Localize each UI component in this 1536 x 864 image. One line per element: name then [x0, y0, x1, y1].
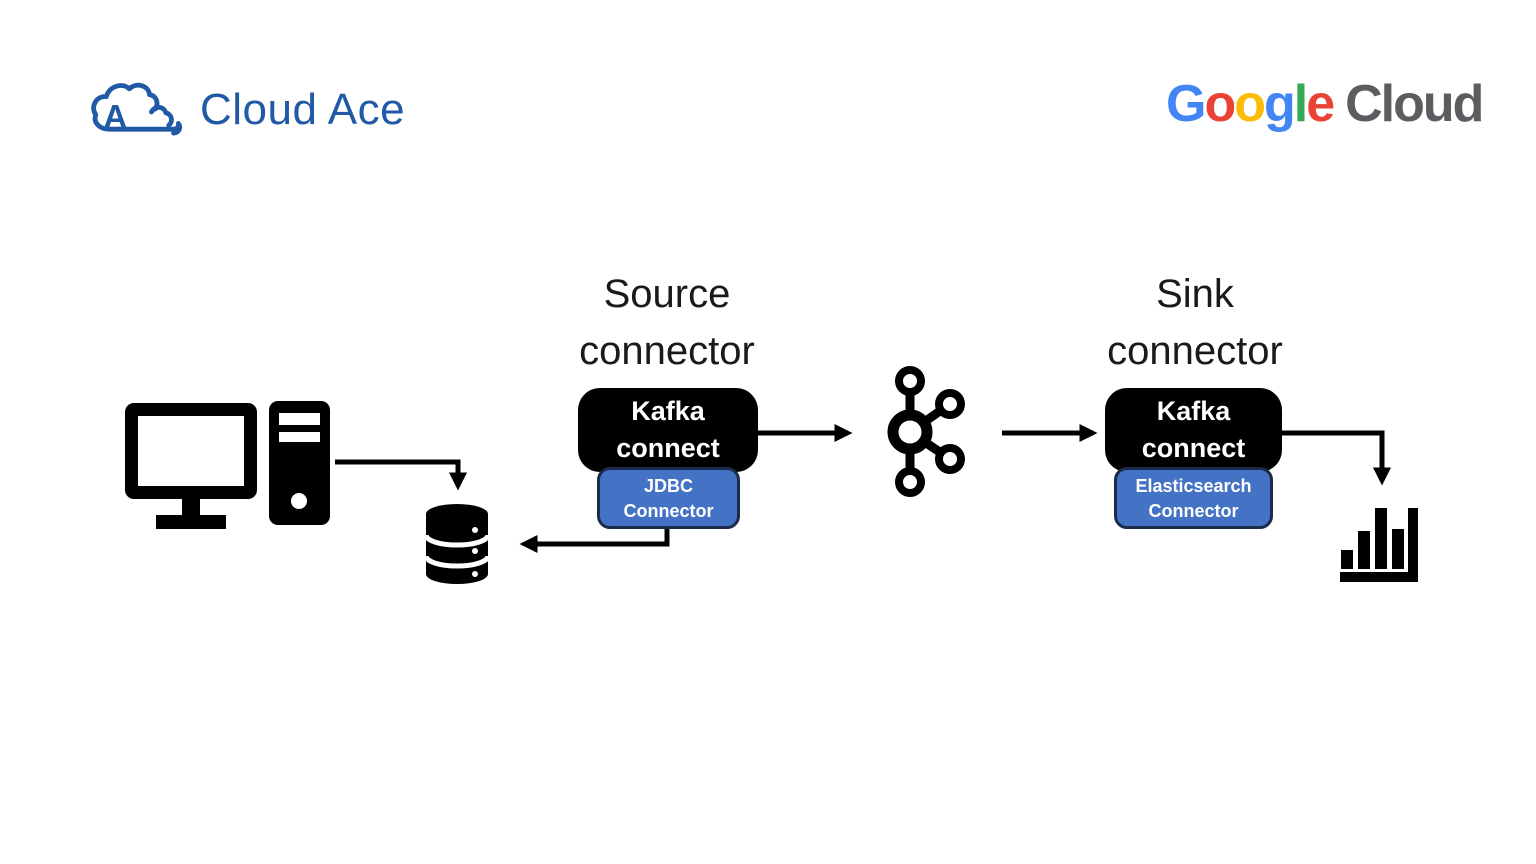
arrow-computer-to-database [335, 459, 467, 491]
database-cylinder-icon [424, 504, 490, 584]
desktop-computer-icon [125, 401, 330, 529]
sink-connector-label: Sink connector [1035, 266, 1355, 380]
source-connector-label-line2: connector [579, 329, 755, 373]
arrow-sink-to-chart [1282, 430, 1391, 486]
bar-chart-icon [1340, 508, 1418, 582]
sink-kafka-connect-title-line2: connect [1141, 433, 1246, 463]
jdbc-connector-box: JDBC Connector [597, 467, 740, 529]
google-letter: o [1234, 75, 1266, 133]
google-letter: G [1166, 75, 1206, 133]
jdbc-connector-line1: JDBC [643, 476, 693, 496]
cloud-ace-cloud-icon: A [91, 82, 182, 136]
cloud-ace-wordmark: Cloud Ace [200, 85, 406, 134]
source-kafka-connect-title-line2: connect [616, 433, 720, 463]
cloud-ace-logo: A Cloud Ace [90, 80, 405, 140]
sink-kafka-connect-box: Kafka connect [1105, 388, 1282, 472]
google-cloud-word: Cloud [1345, 75, 1484, 133]
jdbc-connector-line2: Connector [623, 501, 714, 521]
source-connector-label: Source connector [507, 266, 827, 380]
source-connector-label-line1: Source [603, 272, 731, 316]
google-letter: o [1204, 75, 1236, 133]
kafka-logo-icon [887, 366, 965, 497]
cloud-ace-monogram: A [103, 97, 127, 134]
google-letter: g [1263, 75, 1296, 133]
arrow-jdbc-to-database [519, 529, 670, 553]
sink-connector-label-line2: connector [1107, 329, 1283, 373]
elasticsearch-connector-line2: Connector [1148, 501, 1239, 521]
google-letter: l [1293, 75, 1309, 133]
elasticsearch-connector-line1: Elasticsearch [1135, 476, 1252, 496]
elasticsearch-connector-box: Elasticsearch Connector [1114, 467, 1273, 529]
google-letter: e [1306, 75, 1335, 133]
sink-connector-label-line1: Sink [1156, 272, 1234, 316]
source-kafka-connect-box: Kafka connect [578, 388, 758, 472]
source-kafka-connect-title-line1: Kafka [631, 396, 705, 426]
sink-kafka-connect-title-line1: Kafka [1156, 396, 1231, 426]
